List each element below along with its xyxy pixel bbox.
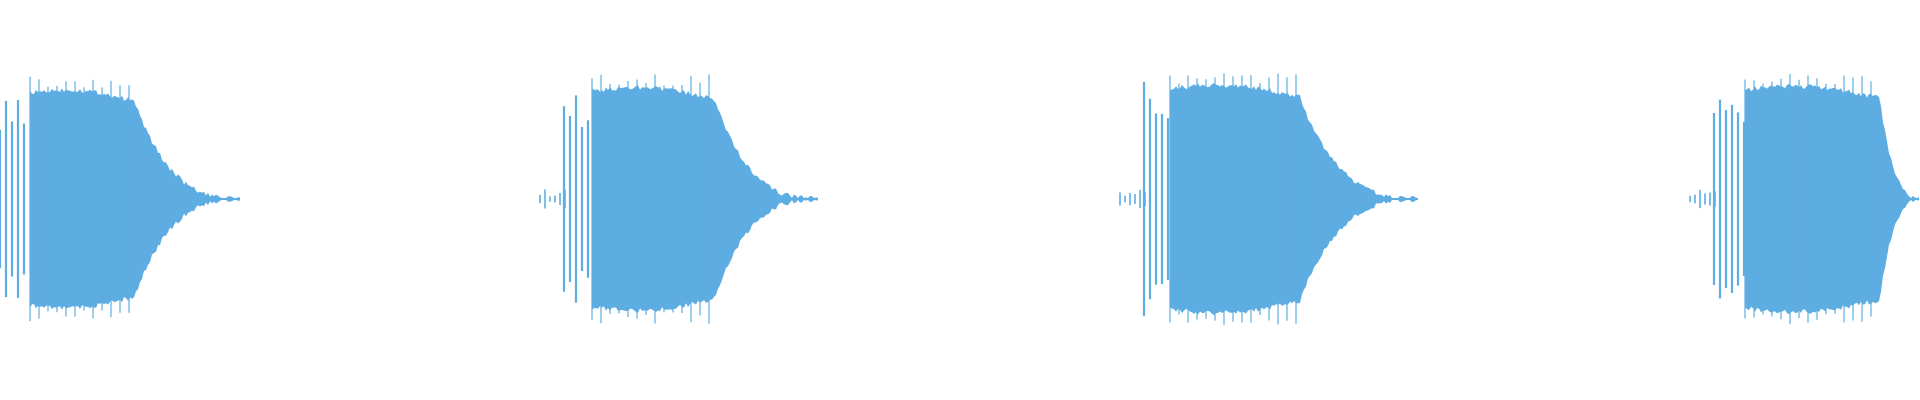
waveform-body <box>1745 83 1919 315</box>
waveform-onset-spikes <box>1142 81 1170 317</box>
waveform-onset-spikes <box>1712 99 1746 299</box>
waveform-body <box>1170 83 1418 315</box>
waveform-peak-hairlines <box>29 76 130 322</box>
waveform-onset-spikes <box>0 100 26 298</box>
waveform-pre-ticks <box>1689 189 1716 209</box>
waveform-pre-ticks <box>539 189 566 209</box>
waveform-burst-4 <box>1689 73 1919 325</box>
waveform-burst-1 <box>0 76 240 322</box>
waveform-peak-hairlines <box>591 74 710 324</box>
waveform-pre-ticks <box>1119 190 1146 208</box>
waveform-body <box>30 88 240 310</box>
waveform-burst-3 <box>1119 73 1418 325</box>
waveform-body <box>592 85 818 313</box>
waveform-onset-spikes <box>562 95 590 303</box>
waveform-peak-hairlines <box>1169 73 1297 325</box>
waveform-burst-2 <box>539 74 818 324</box>
waveform-peak-hairlines <box>1744 73 1872 325</box>
